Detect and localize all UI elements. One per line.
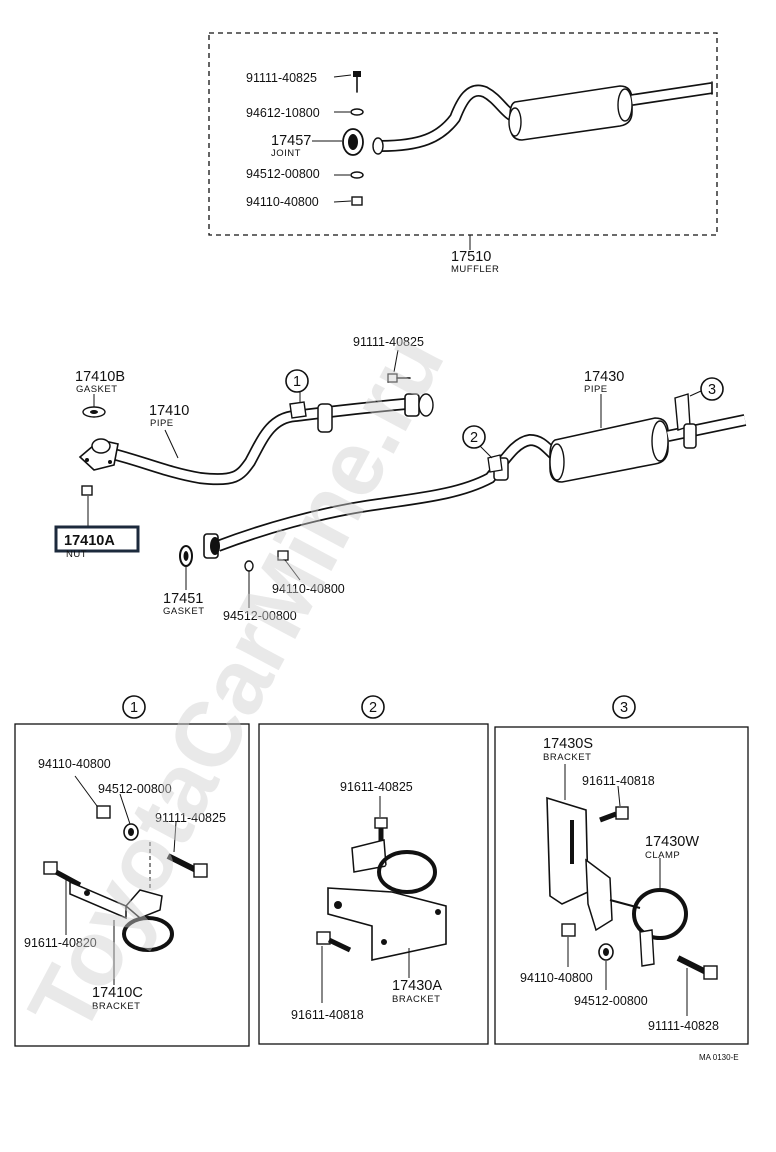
clamp-icon xyxy=(289,401,333,433)
bolt-icon xyxy=(166,853,208,878)
diagram-code: MA 0130-E xyxy=(699,1053,739,1062)
gasket-icon xyxy=(179,545,193,567)
part-number[interactable]: 17410A xyxy=(64,533,115,549)
part-name: PIPE xyxy=(150,418,174,429)
part-name: BRACKET xyxy=(543,752,591,763)
part-number: 94110-40800 xyxy=(38,757,111,771)
part-number: 91111-40825 xyxy=(246,71,317,85)
part-number: 17430A xyxy=(392,978,442,994)
part-number: 94512-00800 xyxy=(223,609,297,623)
bracket-icon xyxy=(69,880,174,952)
part-number: 91611-40818 xyxy=(291,1008,364,1022)
nut-icon xyxy=(351,196,363,206)
nut-icon xyxy=(277,550,289,561)
part-number: 17451 xyxy=(163,591,203,607)
part-number: 17510 xyxy=(451,249,491,265)
part-number: 94512-00800 xyxy=(98,782,172,796)
callout-circle xyxy=(285,369,309,393)
detail-panel-2: 2 91611-40825 17430A BRACKET 91611-40818 xyxy=(258,695,489,1045)
muffler-assembly-box xyxy=(208,32,718,236)
part-name: GASKET xyxy=(76,384,118,395)
bolt-icon xyxy=(599,806,629,823)
clamp-icon xyxy=(674,393,697,449)
part-number: 94612-10800 xyxy=(246,106,320,120)
part-number: 94110-40800 xyxy=(246,195,319,209)
callout-label: 3 xyxy=(708,382,716,398)
panel-frame xyxy=(14,723,250,1047)
callout-circle xyxy=(462,425,486,449)
panel-label: 1 xyxy=(130,700,138,716)
part-number: 17430W xyxy=(645,834,699,850)
part-name: PIPE xyxy=(584,384,608,395)
muffler-assembly-group: 91111-40825 94612-10800 17457 JOINT 9451… xyxy=(208,32,718,275)
washer-icon xyxy=(350,108,364,116)
part-number: 94512-00800 xyxy=(574,994,648,1008)
part-number: 91111-40825 xyxy=(155,811,226,825)
part-number: 17410B xyxy=(75,369,125,385)
panel-label: 3 xyxy=(620,700,628,716)
part-name: CLAMP xyxy=(645,850,680,861)
panel-frame xyxy=(258,723,489,1045)
callout-label: 1 xyxy=(293,374,301,390)
part-number: 17410 xyxy=(149,403,189,419)
bolt-icon xyxy=(316,931,352,953)
muffler-body xyxy=(509,85,633,141)
main-exhaust-view: 1 2 3 17410B GASKET 17410 PIPE 91111-408… xyxy=(54,335,747,623)
bolt-icon xyxy=(387,373,411,383)
part-number: 91611-40820 xyxy=(24,936,97,950)
part-name: MUFFLER xyxy=(451,264,499,275)
part-number: 91611-40825 xyxy=(340,780,413,794)
callout-label: 2 xyxy=(470,430,478,446)
gasket-icon xyxy=(82,406,106,418)
part-number: 91111-40825 xyxy=(353,335,424,349)
part-number: 17457 xyxy=(271,133,311,149)
nut-icon xyxy=(561,923,576,937)
flange-icon xyxy=(78,438,119,471)
clamp-icon xyxy=(487,454,509,481)
bolt-icon xyxy=(353,71,361,93)
pipe-joint-icon xyxy=(404,393,434,417)
part-name: JOINT xyxy=(271,148,301,159)
part-name: GASKET xyxy=(163,606,205,617)
part-number: 17430S xyxy=(543,736,593,752)
callout-circle xyxy=(700,377,724,401)
bolt-icon xyxy=(676,955,718,980)
pipe-muffler-body xyxy=(549,417,669,483)
bolt-icon xyxy=(43,861,82,888)
bracket-icon xyxy=(546,796,613,932)
part-number: 91111-40828 xyxy=(648,1019,719,1033)
nut-icon xyxy=(96,805,111,819)
clamp-icon xyxy=(609,888,688,967)
part-number: 17410C xyxy=(92,985,143,1001)
pipe-joint-icon xyxy=(203,533,220,559)
detail-panel-1: 1 94110-40800 94512-00800 91111-40825 9 xyxy=(14,695,250,1047)
highlighted-part-box[interactable] xyxy=(54,525,140,553)
bracket-icon xyxy=(327,839,447,961)
panel-label: 2 xyxy=(369,700,377,716)
part-name: BRACKET xyxy=(392,994,440,1005)
part-name: BRACKET xyxy=(92,1001,140,1012)
panel-frame xyxy=(494,726,749,1045)
part-number: 91611-40818 xyxy=(582,774,655,788)
part-name: NUT xyxy=(66,549,87,560)
part-number: 17430 xyxy=(584,369,624,385)
part-number: 94512-00800 xyxy=(246,167,320,181)
nut-icon xyxy=(81,485,93,496)
joint-icon xyxy=(342,128,384,156)
washer-icon xyxy=(350,171,364,179)
detail-panel-3: 3 17430S BRACKET 91 xyxy=(494,695,749,1045)
part-number: 94110-40800 xyxy=(272,582,345,596)
part-number: 94110-40800 xyxy=(520,971,593,985)
